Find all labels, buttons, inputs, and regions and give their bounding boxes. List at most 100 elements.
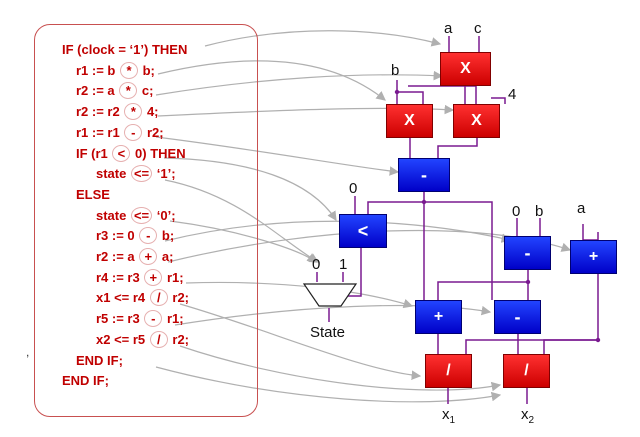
mapping-arrow xyxy=(155,70,444,96)
code-line: r3 := 0 - b; xyxy=(62,226,189,247)
subtract-b-label: b xyxy=(535,203,544,220)
code-operator: * xyxy=(120,61,138,79)
code-text: ‘1’; xyxy=(153,166,176,182)
code-text: r4 := r3 xyxy=(96,269,144,285)
mapping-arrow xyxy=(157,60,386,101)
state-label: State xyxy=(310,324,346,341)
code-text: IF (r1 xyxy=(76,145,112,161)
multiplier-bb-block: X xyxy=(386,104,433,138)
mapping-arrow xyxy=(163,157,337,222)
code-text: r2 := r2 xyxy=(76,104,124,120)
wire-junctions xyxy=(394,89,601,343)
mapping-arrow xyxy=(155,366,502,403)
code-text: r3 := 0 xyxy=(96,228,139,244)
input-a-label: a xyxy=(444,20,453,37)
code-text: END IF; xyxy=(76,352,123,368)
datapath-wires xyxy=(316,36,599,404)
code-text: r2; xyxy=(168,290,190,306)
code-text: r2 := a xyxy=(96,249,139,265)
add-r2-block: + xyxy=(570,240,617,274)
code-text: a; xyxy=(158,249,174,265)
divide-x2-block: / xyxy=(503,354,550,388)
code-operator: - xyxy=(139,227,158,245)
code-text: r2; xyxy=(168,331,190,347)
vhdl-code-panel xyxy=(34,24,258,417)
mapping-arrow xyxy=(179,303,422,380)
divide-x1-block: / xyxy=(425,354,472,388)
code-text: r1 := b xyxy=(76,62,119,78)
output-x2-subscript: 2 xyxy=(528,415,535,426)
code-operator: / xyxy=(149,289,168,307)
code-text: r1; xyxy=(163,269,184,285)
compare-less-block: < xyxy=(339,214,387,248)
code-text: r1 := r1 xyxy=(76,124,124,140)
code-operator: < xyxy=(112,144,131,162)
compare-zero-label: 0 xyxy=(349,180,358,197)
code-text: ‘0’; xyxy=(153,207,176,223)
code-operator: * xyxy=(124,103,143,121)
code-text: r2; xyxy=(143,124,164,140)
code-text: x1 <= r4 xyxy=(96,290,149,306)
code-line: ELSE xyxy=(62,185,189,206)
add-r4-block: + xyxy=(415,300,462,334)
code-line: IF (r1 < 0) THEN xyxy=(62,144,189,165)
code-line: END IF; xyxy=(62,371,189,392)
output-x1-label: x1 xyxy=(442,406,456,426)
mapping-arrow xyxy=(204,30,442,47)
code-line: r2 := a + a; xyxy=(62,247,189,268)
mapping-arrow xyxy=(155,136,400,176)
mapping-arrow xyxy=(179,345,502,392)
code-text: 0) THEN xyxy=(131,145,186,161)
code-text: x2 <= r5 xyxy=(96,331,149,347)
output-x1-subscript: 1 xyxy=(449,415,456,426)
output-x2-label: x2 xyxy=(521,406,535,426)
code-operator: <= xyxy=(130,165,153,183)
subtract-zero-label: 0 xyxy=(512,203,521,220)
code-text: b; xyxy=(158,228,175,244)
multiplier-ac-block: X xyxy=(440,52,491,86)
code-line: IF (clock = ‘1’) THEN xyxy=(62,40,189,61)
code-line: r5 := r3 - r1; xyxy=(62,309,189,330)
code-line: x2 <= r5 / r2; xyxy=(62,330,189,351)
mux-one-label: 1 xyxy=(339,256,348,273)
code-text: state xyxy=(96,207,130,223)
subtract-r5-block: - xyxy=(494,300,541,334)
code-text: b; xyxy=(139,62,155,78)
code-line: r4 := r3 + r1; xyxy=(62,268,189,289)
mapping-arrow xyxy=(164,179,320,263)
code-line: r1 := b * b; xyxy=(62,61,189,82)
code-line: state <= ‘1’; xyxy=(62,164,189,185)
stray-mark: , xyxy=(26,345,30,359)
subtract-r1-block: - xyxy=(398,158,450,192)
input-b-label: b xyxy=(391,62,400,79)
code-operator: * xyxy=(119,82,138,100)
state-mux xyxy=(302,283,358,307)
code-text: c; xyxy=(138,83,154,99)
subtract-r3-block: - xyxy=(504,236,551,270)
code-line: state <= ‘0’; xyxy=(62,206,189,227)
code-operator: <= xyxy=(130,206,153,224)
code-text: r2 := a xyxy=(76,83,119,99)
code-line: r1 := r1 - r2; xyxy=(62,123,189,144)
code-operator: + xyxy=(144,268,163,286)
constant-4-label: 4 xyxy=(508,86,517,103)
code-text: 4; xyxy=(143,104,159,120)
code-line: END IF; xyxy=(62,351,189,372)
input-c-label: c xyxy=(474,20,482,37)
code-text: END IF; xyxy=(62,373,109,389)
code-operator: / xyxy=(149,330,168,348)
code-text: r5 := r3 xyxy=(96,311,144,327)
code-operator: - xyxy=(144,310,163,328)
mux-zero-label: 0 xyxy=(312,256,321,273)
code-line: r2 := r2 * 4; xyxy=(62,102,189,123)
code-line: r2 := a * c; xyxy=(62,81,189,102)
code-text: state xyxy=(96,166,130,182)
code-operator: + xyxy=(139,248,158,266)
code-text: IF (clock = ‘1’) THEN xyxy=(62,42,188,57)
code-line: x1 <= r4 / r2; xyxy=(62,288,189,309)
code-text: ELSE xyxy=(76,186,110,202)
multiplier-4-block: X xyxy=(453,104,500,138)
code-operator: - xyxy=(124,123,143,141)
